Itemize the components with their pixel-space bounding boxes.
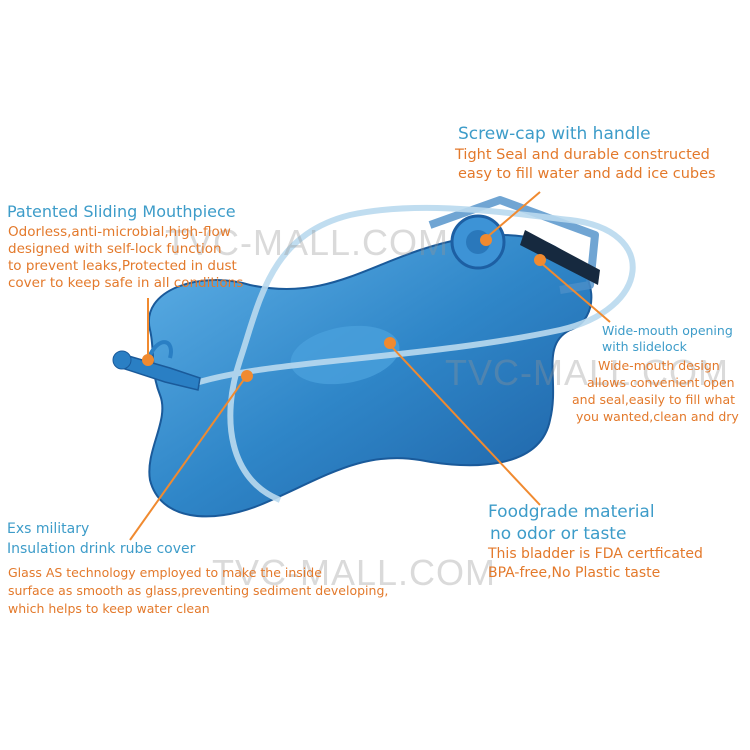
bladder-window <box>290 325 400 385</box>
watermark: TVC-MALL.COM <box>165 222 450 263</box>
slidelock <box>520 230 600 285</box>
callout-text: and seal,easily to fill what <box>572 392 736 407</box>
drink-tube <box>188 204 636 503</box>
callout-text: Wide-mouth design <box>598 358 720 373</box>
callout-title: Patented Sliding Mouthpiece <box>7 202 236 221</box>
callout-text: Glass AS technology employed to make the… <box>8 565 322 580</box>
callout-title: no odor or taste <box>490 524 627 544</box>
callout-title: Insulation drink rube cover <box>7 541 196 557</box>
callout-text: This bladder is FDA certficated <box>488 546 703 562</box>
callout-title: Wide-mouth opening <box>602 323 733 338</box>
callout-title: with slidelock <box>602 339 687 354</box>
callout-text: designed with self-lock function <box>8 241 222 257</box>
watermark: TVC-MALL.COM <box>445 352 730 393</box>
callout-title: Foodgrade material <box>488 502 655 522</box>
callout-text: allows convenient open <box>587 375 735 390</box>
callout-text: surface as smooth as glass,preventing se… <box>8 583 389 598</box>
callout-text: to prevent leaks,Protected in dust <box>8 258 237 274</box>
watermark: TVC-MALL.COM <box>212 552 497 593</box>
callout-text: easy to fill water and add ice cubes <box>458 166 716 182</box>
callout-text: cover to keep safe in all conditions <box>8 275 244 291</box>
callout-title: Exs military <box>7 521 90 537</box>
callout-text: Odorless,anti-microbial,high-flow <box>8 224 231 240</box>
callout-text: BPA-free,No Plastic taste <box>488 565 661 581</box>
callout-text: Tight Seal and durable constructed <box>455 147 710 163</box>
callout-title: Screw-cap with handle <box>458 124 651 144</box>
callout-text: which helps to keep water clean <box>8 601 210 616</box>
callout-text: you wanted,clean and dry <box>576 409 739 424</box>
leader-lines <box>129 191 611 541</box>
